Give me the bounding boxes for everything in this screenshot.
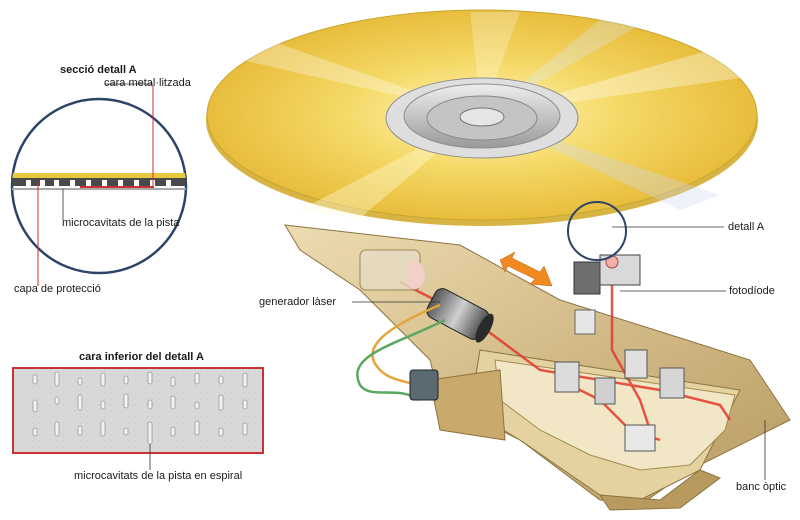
section-detail-a	[10, 83, 188, 286]
track-pits-label: microcavitats de la pista	[62, 217, 180, 229]
optical-bench-label: banc òptic	[736, 481, 787, 493]
optical-components	[554, 309, 685, 452]
section-detail-title: secció detall A	[60, 64, 137, 76]
detail-a-label: detall A	[728, 221, 765, 233]
laser-generator-label: generador làser	[259, 296, 337, 308]
protection-layer-label: capa de protecció	[14, 283, 101, 295]
photodiode	[573, 254, 641, 295]
detail-a-circle	[567, 201, 627, 261]
underside-title: cara inferior del detall A	[79, 351, 204, 363]
leader-lines	[352, 226, 766, 480]
movement-arrow	[499, 251, 553, 287]
photodiode-label: fotodíode	[729, 285, 775, 297]
spiral-pits-label: microcavitats de la pista en espiral	[74, 470, 243, 482]
compact-disc	[206, 9, 760, 226]
laser-generator	[356, 249, 494, 402]
underside-detail-panel	[12, 367, 264, 470]
metal-face-label: cara metal·litzada	[104, 77, 191, 89]
